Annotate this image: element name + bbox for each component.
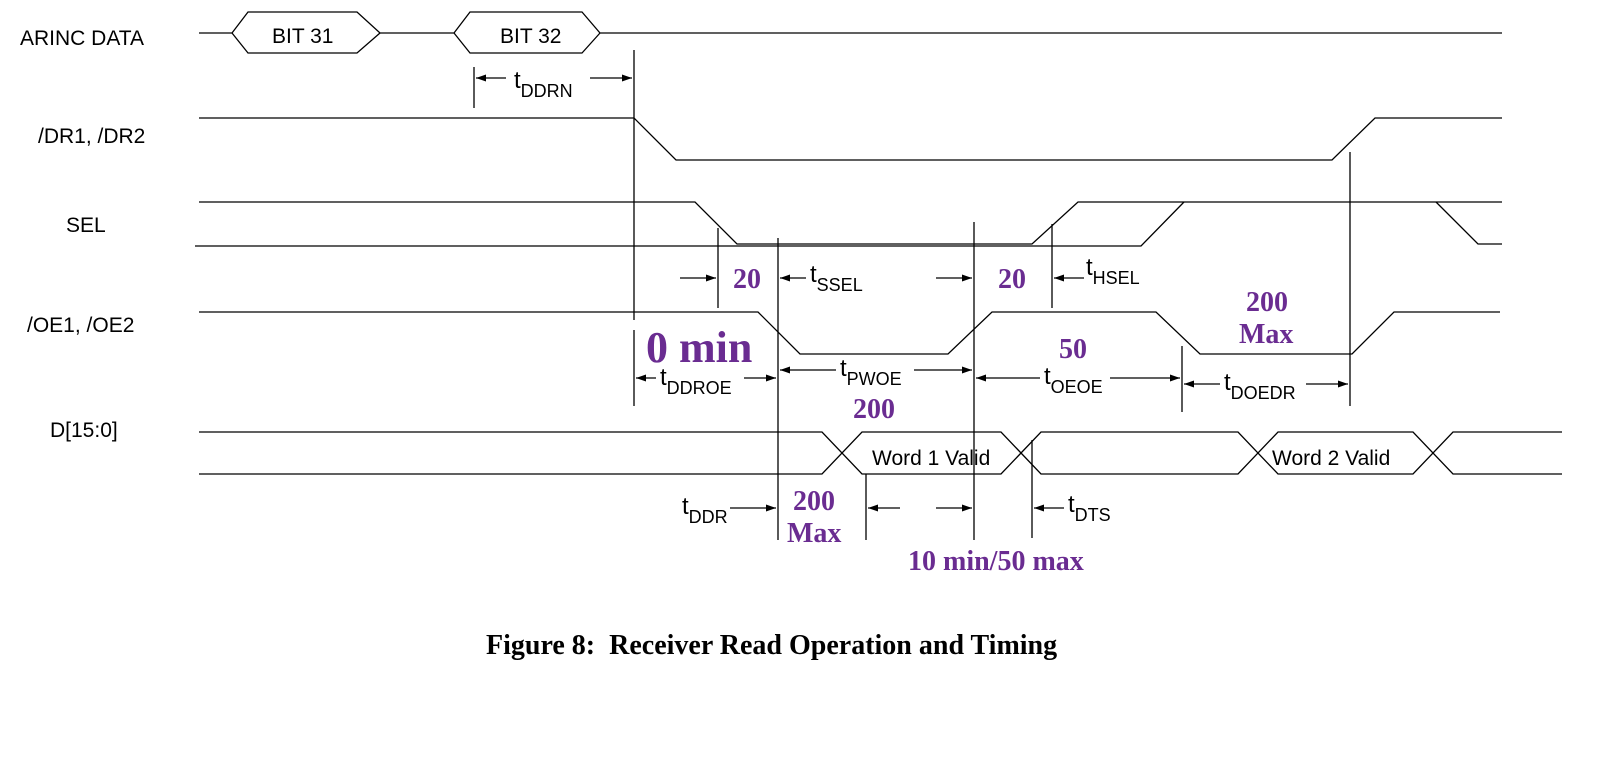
- timing-label-tpwoe: tPWOE: [840, 355, 902, 389]
- value-doedr-max: Max: [1239, 319, 1293, 350]
- dr-waveform: [199, 117, 1502, 161]
- value-ddr-number: 200: [793, 486, 835, 517]
- signal-label-sel: SEL: [66, 214, 106, 237]
- d-bus-waveform: [199, 431, 1562, 475]
- timing-label-toeoe: tOEOE: [1044, 363, 1103, 397]
- value-oeoe: 50: [1059, 334, 1087, 365]
- timing-label-tddrn: tDDRN: [514, 67, 573, 101]
- value-hsel: 20: [998, 264, 1026, 295]
- bus-label-word1: Word 1 Valid: [872, 447, 990, 470]
- value-dts: 10 min/50 max: [908, 546, 1084, 577]
- sel-waveform: [195, 201, 1502, 247]
- signal-label-oe: /OE1, /OE2: [27, 314, 134, 337]
- signal-label-dr: /DR1, /DR2: [38, 125, 145, 148]
- bus-label-bit31: BIT 31: [272, 25, 333, 48]
- signal-label-arinc-data: ARINC DATA: [20, 27, 144, 50]
- arinc-data-waveform: [199, 11, 1502, 54]
- value-doedr-number: 200: [1246, 287, 1288, 318]
- timing-label-tddr: tDDR: [682, 493, 728, 527]
- timing-label-thsel: tHSEL: [1086, 254, 1140, 288]
- timing-label-tssel: tSSEL: [810, 261, 863, 295]
- value-ssel: 20: [733, 264, 761, 295]
- signal-label-d: D[15:0]: [50, 419, 118, 442]
- timing-label-tdts: tDTS: [1068, 491, 1111, 525]
- value-ddr-max: Max: [787, 518, 841, 549]
- value-pwoe: 200: [853, 394, 895, 425]
- reference-lines: [473, 50, 1351, 540]
- bus-label-word2: Word 2 Valid: [1272, 447, 1390, 470]
- oe-waveform: [199, 311, 1500, 355]
- timing-label-tddroe: tDDROE: [660, 364, 732, 398]
- figure-caption: Figure 8: Receiver Read Operation and Ti…: [486, 630, 1057, 661]
- bus-label-bit32: BIT 32: [500, 25, 561, 48]
- timing-arrows: [476, 74, 1348, 512]
- value-ddroe: 0 min: [646, 323, 752, 372]
- timing-label-tdoedr: tDOEDR: [1224, 369, 1296, 403]
